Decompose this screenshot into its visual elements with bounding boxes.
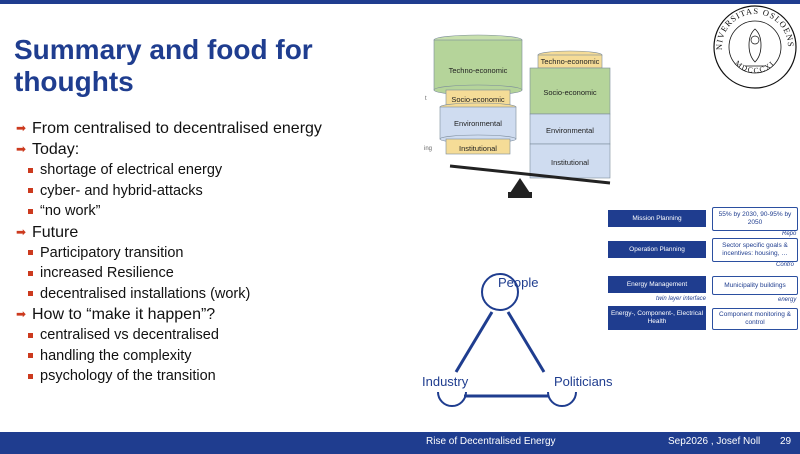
bullet-text: “no work” [40, 203, 101, 219]
left-institutional: Institutional [459, 143, 497, 153]
square-bullet-icon [28, 270, 33, 276]
arrow-bullet-icon: ➡ [16, 224, 27, 239]
sub-bullet-item: “no work” [16, 201, 416, 222]
cropped-text-fragment: ing [424, 146, 433, 152]
footer-bar: Rise of Decentralised Energy Sep2026 , J… [0, 432, 800, 454]
component-monitoring-detail: Component monitoring & control [712, 308, 798, 330]
bullet-item: ➡ From centralised to decentralised energ… [16, 118, 416, 139]
bullet-text: Future [32, 223, 79, 241]
control-note: Contro [776, 262, 795, 268]
bullet-text: psychology of the transition [40, 368, 216, 384]
bullet-text: increased Resilience [40, 265, 174, 281]
sub-bullet-item: increased Resilience [16, 263, 416, 284]
cropped-text-fragment: t [425, 96, 427, 102]
sub-bullet-item: shortage of electrical energy [16, 160, 416, 181]
square-bullet-icon [28, 208, 33, 214]
square-bullet-icon [28, 332, 33, 338]
svg-text:UNIVERSITAS OSLOENSIS: UNIVERSITAS OSLOENSIS [712, 4, 796, 50]
bullet-text: shortage of electrical energy [40, 162, 223, 178]
sub-bullet-item: psychology of the transition [16, 366, 416, 387]
bullet-text: handling the complexity [40, 347, 192, 364]
square-bullet-icon [28, 373, 33, 379]
people-label: People [498, 275, 539, 290]
energy-management-detail: Municipality buildings [712, 276, 798, 295]
politicians-label: Politicians [554, 374, 613, 389]
energy-note: energy [778, 297, 797, 303]
footer-title: Rise of Decentralised Energy [426, 436, 556, 447]
square-bullet-icon [28, 291, 33, 297]
bullet-item: ➡ Today: [16, 139, 416, 160]
arrow-bullet-icon: ➡ [16, 121, 27, 135]
right-techno-economic: Techno-economic [540, 56, 600, 66]
balance-scale-graphic [433, 34, 611, 198]
sub-bullet-item: decentralised installations (work) [16, 284, 416, 305]
triangle-graphic [437, 273, 577, 407]
square-bullet-icon [28, 353, 33, 359]
bullet-text: centralised vs decentralised [40, 327, 219, 343]
bullet-text: Today: [32, 141, 80, 158]
report-note: Repo [782, 231, 797, 237]
bullet-item: ➡ How to “make it happen”? [16, 304, 416, 325]
square-bullet-icon [28, 250, 33, 256]
sub-bullet-item: handling the complexity [16, 346, 416, 367]
bullet-text: cyber- and hybrid-attacks [40, 182, 203, 199]
bullet-list: ➡ From centralised to decentralised energ… [16, 118, 416, 387]
square-bullet-icon [28, 167, 33, 173]
sub-bullet-item: Participatory transition [16, 243, 416, 264]
slide-title-line2: thoughts [14, 66, 134, 97]
bullet-text: decentralised installations (work) [40, 285, 251, 302]
twin-layer-label: twin layer interface [656, 296, 707, 302]
top-accent-bar [0, 0, 800, 4]
bullet-text: How to “make it happen”? [32, 306, 216, 323]
slide-title: Summary and food for thoughts [14, 34, 394, 98]
bullet-item: ➡ Future [16, 222, 416, 243]
right-socio-economic: Socio-economic [543, 87, 597, 97]
bullet-text: Participatory transition [40, 244, 184, 261]
operation-planning-detail: Sector specific goals & incentives: hous… [712, 238, 798, 262]
left-environmental: Environmental [454, 118, 502, 128]
bullet-text: From centralised to decentralised energy [32, 120, 322, 137]
left-socio-economic: Socio-economic [451, 94, 505, 104]
svg-text:MDCCCXI: MDCCCXI [733, 59, 776, 75]
arrow-bullet-icon: ➡ [16, 142, 27, 156]
left-techno-economic: Techno-economic [448, 65, 508, 75]
right-environmental: Environmental [546, 125, 594, 135]
sub-bullet-item: centralised vs decentralised [16, 325, 416, 346]
right-institutional: Institutional [551, 157, 589, 167]
arrow-bullet-icon: ➡ [16, 307, 27, 321]
university-seal-logo: UNIVERSITAS OSLOENSIS MDCCCXI [708, 0, 798, 90]
seal-bottom-text: MDCCCXI [733, 59, 775, 75]
square-bullet-icon [28, 188, 33, 194]
page-number: 29 [780, 436, 792, 447]
mission-planning-detail: 55% by 2030, 90-95% by 2050 [712, 207, 798, 231]
operation-planning-box: Operation Planning [608, 241, 706, 258]
sub-bullet-item: cyber- and hybrid-attacks [16, 181, 416, 202]
seal-top-text: UNIVERSITAS OSLOENSIS [708, 0, 795, 50]
energy-component-box: Energy-, Component-, Electrical Health [608, 306, 706, 330]
footer-date-author: Sep2026 , Josef Noll [668, 436, 761, 447]
industry-label: Industry [422, 374, 469, 389]
slide-title-line1: Summary and food for [14, 34, 313, 65]
energy-management-box: Energy Management [608, 276, 706, 293]
mission-planning-box: Mission Planning [608, 210, 706, 227]
